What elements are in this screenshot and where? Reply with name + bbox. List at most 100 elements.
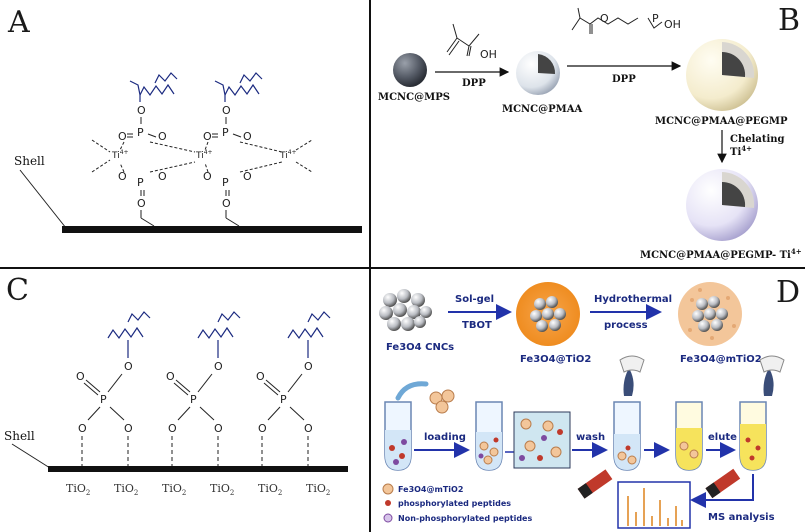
svg-text:O: O	[222, 197, 231, 210]
panel-a-ti-1: Ti4+	[111, 149, 129, 161]
svg-text:O: O	[124, 422, 133, 435]
svg-text:O: O	[243, 130, 252, 143]
svg-text:O: O	[304, 360, 313, 373]
tube-3	[613, 401, 641, 471]
panel-d: D Fe3O4 CNCs Sol-gel TBOT Fe3O4@TiO2 Hyd…	[379, 275, 800, 529]
svg-text:O: O	[166, 370, 175, 383]
panel-a-ti-3: Ti4+	[279, 149, 297, 161]
label-elute: elute	[708, 432, 737, 443]
svg-text:O: O	[78, 422, 87, 435]
panel-c-shell-surface	[48, 466, 348, 472]
panel-a-p2: P	[222, 126, 229, 139]
panel-a-ti-2: Ti4+	[195, 149, 213, 161]
hand-magnet-1	[619, 355, 645, 396]
tio2-label-6: TiO2	[306, 482, 330, 497]
panel-a: A Shell O P O O O P O O Ti4+ Ti4+ Ti4+	[7, 5, 362, 233]
label-hydrothermal: Hydrothermal	[594, 294, 672, 305]
panel-c-shell-leader	[11, 443, 51, 469]
svg-text:O: O	[158, 130, 167, 143]
svg-text:O: O	[118, 130, 127, 143]
svg-text:O: O	[118, 170, 127, 183]
panel-c-shell-label: Shell	[4, 429, 35, 443]
panel-a-chain-1	[139, 83, 175, 97]
particle-cluster-pour	[429, 389, 455, 414]
label-ti4: Ti4+	[730, 144, 752, 158]
label-loading: loading	[424, 432, 466, 443]
panel-a-chain-2	[224, 83, 260, 97]
magnet-2	[705, 468, 741, 499]
panel-c-letter: C	[6, 273, 29, 308]
svg-text:O: O	[243, 170, 252, 183]
label-tbot: TBOT	[462, 320, 492, 331]
svg-text:O: O	[214, 422, 223, 435]
ms-spectrum-peaks	[627, 488, 683, 526]
label-sol-gel: Sol-gel	[455, 294, 494, 305]
mcnc-mps-sphere	[393, 53, 427, 87]
tio2-label-5: TiO2	[258, 482, 282, 497]
panel-b: B MCNC@MPS DPP OH MCNC@PMAA DPP O P OH M…	[378, 3, 802, 261]
panel-a-shell-surface	[62, 226, 362, 233]
svg-text:P: P	[652, 12, 659, 25]
panel-a-p1: P	[137, 126, 144, 139]
svg-text:O: O	[600, 12, 609, 25]
fe3o4-cluster	[379, 289, 432, 331]
pour-stream	[395, 381, 429, 401]
panel-c: C Shell O O P O O O O P	[4, 273, 348, 497]
panel-c-unit-2: O O P O O	[166, 311, 241, 466]
tio2-label-2: TiO2	[114, 482, 138, 497]
tube-1	[384, 401, 412, 471]
arrow-ms	[690, 474, 754, 508]
magnet-1	[577, 469, 613, 499]
legend-fe3o4-mtio2: Fe3O4@mTiO2	[398, 485, 463, 494]
legend-phospho: phosphorylated peptides	[398, 499, 511, 508]
svg-text:O: O	[168, 422, 177, 435]
svg-text:O: O	[258, 422, 267, 435]
svg-text:O: O	[158, 170, 167, 183]
svg-text:O: O	[256, 370, 265, 383]
svg-text:OH: OH	[664, 18, 681, 31]
label-fe3o4-mtio2: Fe3O4@mTiO2	[680, 354, 762, 365]
svg-text:P: P	[100, 393, 107, 406]
svg-text:O: O	[214, 360, 223, 373]
tio2-label-1: TiO2	[66, 482, 90, 497]
svg-text:OH: OH	[480, 48, 497, 61]
label-fe3o4-cncs: Fe3O4 CNCs	[386, 342, 454, 353]
tio2-label-4: TiO2	[210, 482, 234, 497]
svg-text:O: O	[137, 104, 146, 117]
panel-a-letter: A	[7, 5, 30, 40]
label-process: process	[604, 320, 648, 331]
svg-text:O: O	[222, 104, 231, 117]
svg-text:O: O	[137, 197, 146, 210]
panel-d-legend: Fe3O4@mTiO2 phosphorylated peptides Non-…	[382, 483, 532, 523]
panel-a-shell-leader	[19, 169, 67, 229]
svg-text:O: O	[304, 422, 313, 435]
panel-b-letter: B	[778, 3, 800, 38]
label-fe3o4-tio2: Fe3O4@TiO2	[520, 354, 591, 365]
label-mcnc-pmaa: MCNC@PMAA	[502, 104, 582, 115]
label-ms-analysis: MS analysis	[708, 512, 775, 523]
tube-5	[739, 401, 767, 471]
pegmp-structure	[571, 7, 663, 34]
panel-d-letter: D	[776, 275, 800, 310]
label-chelating: Chelating	[730, 134, 785, 145]
panel-a-p3: P	[137, 176, 144, 189]
tio2-label-3: TiO2	[162, 482, 186, 497]
svg-text:P: P	[280, 393, 287, 406]
tube-2	[475, 401, 503, 471]
label-wash: wash	[576, 432, 605, 443]
label-dpp-1: DPP	[462, 78, 486, 89]
svg-text:O: O	[76, 370, 85, 383]
label-dpp-2: DPP	[612, 74, 636, 85]
svg-text:P: P	[190, 393, 197, 406]
methacrylic-acid-structure	[446, 23, 480, 57]
panel-c-unit-3: O O P O O	[256, 311, 331, 466]
label-mcnc-mps: MCNC@MPS	[378, 92, 450, 103]
ms-spectrum-box	[617, 481, 691, 529]
panel-c-unit-1: O O P O O	[76, 311, 151, 466]
tube-4	[675, 401, 703, 471]
panel-a-shell-label: Shell	[14, 154, 45, 168]
svg-text:O: O	[203, 170, 212, 183]
legend-nonphospho: Non-phosphorylated peptides	[398, 514, 532, 523]
